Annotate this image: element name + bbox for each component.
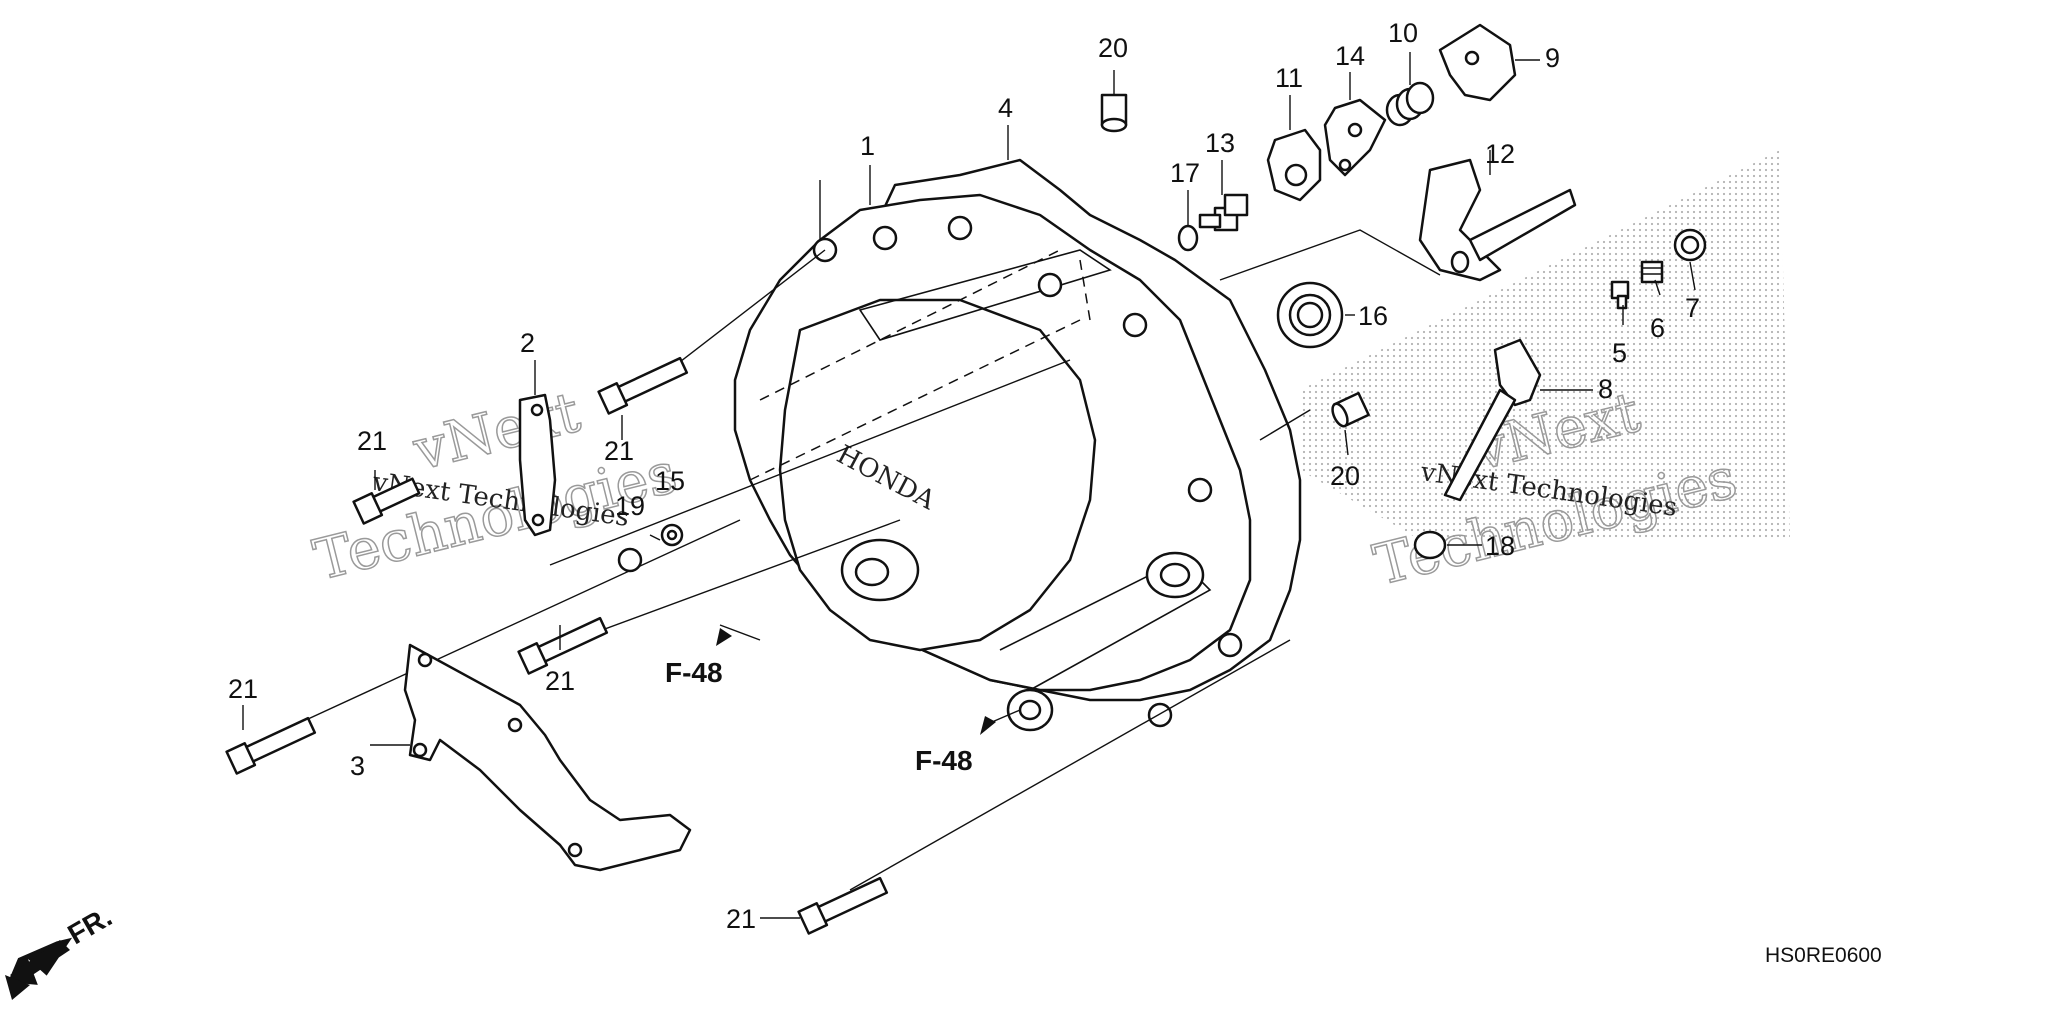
front-direction-arrow: FR. xyxy=(5,901,117,1000)
callout-1: 1 xyxy=(860,131,875,161)
callout-7: 7 xyxy=(1685,293,1700,323)
cam xyxy=(1438,23,1517,102)
bearing xyxy=(1276,281,1344,349)
callout-21-d: 21 xyxy=(228,674,258,704)
callout-4: 4 xyxy=(998,93,1013,123)
callout-15: 15 xyxy=(655,466,685,496)
callout-10: 10 xyxy=(1388,18,1418,48)
dowel-pin-top xyxy=(1100,93,1128,133)
small-spring xyxy=(1640,260,1664,284)
flange-holes xyxy=(812,215,1243,728)
callout-9: 9 xyxy=(1545,43,1560,73)
callout-19: 19 xyxy=(615,491,645,521)
callout-16: 16 xyxy=(1358,301,1388,331)
front-direction-label: FR. xyxy=(63,901,118,950)
oring xyxy=(1177,224,1199,252)
callout-17: 17 xyxy=(1170,158,1200,188)
callout-12: 12 xyxy=(1485,139,1515,169)
callout-11: 11 xyxy=(1275,63,1303,93)
stopper-plate xyxy=(1323,98,1387,177)
reference-f48-lower: F-48 xyxy=(915,709,1021,776)
callout-20-top: 20 xyxy=(1098,33,1128,63)
bracket-small xyxy=(518,393,557,537)
bracket-lower xyxy=(403,643,692,872)
callout-20-right: 20 xyxy=(1330,461,1360,491)
plate xyxy=(1266,128,1322,202)
callout-5: 5 xyxy=(1612,338,1627,368)
callout-21-b: 21 xyxy=(357,426,387,456)
nut xyxy=(617,547,643,573)
shift-shaft xyxy=(1418,158,1577,282)
callout-21-a: 21 xyxy=(604,436,634,466)
callout-8: 8 xyxy=(1598,374,1613,404)
callout-2: 2 xyxy=(520,328,535,358)
bolts xyxy=(225,356,889,935)
reference-label-2: F-48 xyxy=(915,745,973,776)
reference-label-1: F-48 xyxy=(665,657,723,688)
callout-21-c: 21 xyxy=(545,666,575,696)
dipstick xyxy=(1443,338,1542,502)
dipstick-oring xyxy=(1413,530,1447,560)
callout-13: 13 xyxy=(1205,128,1235,158)
cap-nut xyxy=(1673,228,1707,262)
small-bolt xyxy=(1610,280,1630,310)
callouts: 1 2 3 4 5 6 7 8 9 10 11 12 13 14 15 16 1… xyxy=(228,18,1700,934)
spring xyxy=(1385,81,1435,127)
cover-rib xyxy=(858,249,1112,341)
diagram-code: HS0RE0600 xyxy=(1765,944,1882,967)
callout-21-e: 21 xyxy=(726,904,756,934)
reference-f48-upper: F-48 xyxy=(665,624,761,688)
callout-6: 6 xyxy=(1650,313,1665,343)
callout-3: 3 xyxy=(350,751,365,781)
shading-area xyxy=(1300,150,1790,540)
callout-leaders xyxy=(242,52,1696,919)
stud xyxy=(1198,193,1249,232)
callout-14: 14 xyxy=(1335,41,1365,71)
dowel-pin-right xyxy=(1331,391,1370,428)
callout-18: 18 xyxy=(1485,531,1515,561)
